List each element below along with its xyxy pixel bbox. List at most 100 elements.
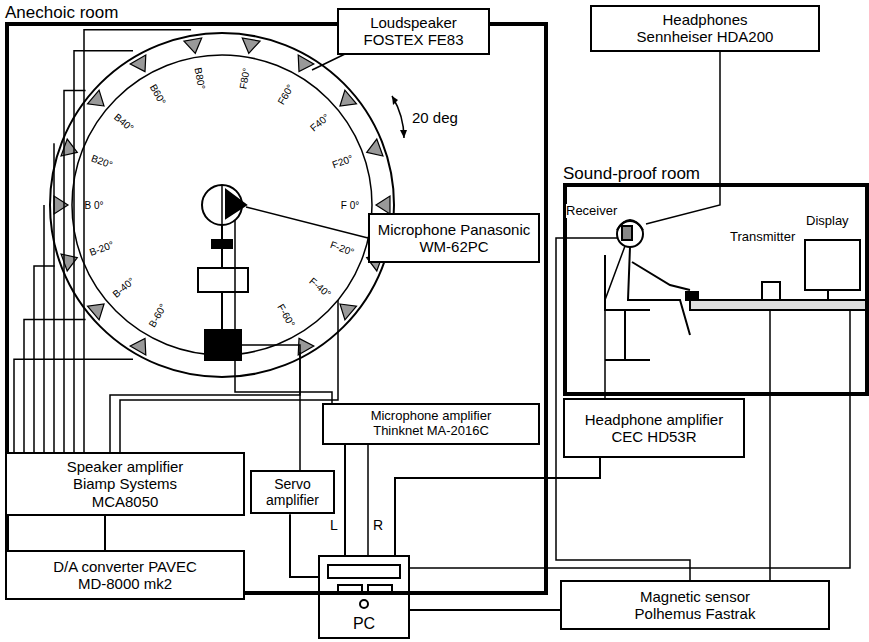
- part-label: Transmitter: [730, 230, 795, 244]
- angle-label: B 0°: [85, 200, 104, 211]
- loudspeaker: [376, 196, 390, 214]
- room-heading: Anechoic room: [5, 3, 118, 23]
- angle-label: B-20°: [88, 239, 115, 258]
- cable: [104, 516, 106, 550]
- cable: [410, 609, 560, 611]
- loudspeaker: [364, 139, 383, 161]
- transmitter: [762, 282, 780, 300]
- headband: [617, 220, 643, 230]
- speaker-ring-inner: [72, 55, 372, 355]
- device-box: Loudspeaker FOSTEX FE83: [337, 8, 490, 55]
- loudspeaker: [334, 90, 356, 113]
- device-box: Microphone amplifier Thinknet MA-2016C: [322, 403, 540, 445]
- angle-label: F-40°: [307, 275, 333, 299]
- leader: [312, 54, 345, 70]
- box-label: D/A converter PAVEC MD-8000 mk2: [40, 558, 210, 593]
- chair: [605, 255, 650, 360]
- angle-label: B40°: [112, 111, 136, 133]
- leader: [646, 49, 720, 224]
- device-box: Servo amplifier: [250, 470, 335, 514]
- device-box: Microphone Panasonic WM-62PC: [368, 213, 540, 263]
- display-screen: [805, 240, 860, 290]
- device-box: D/A converter PAVEC MD-8000 mk2: [5, 550, 245, 600]
- angle-label: F 0°: [341, 200, 359, 211]
- display-stand: [818, 290, 842, 300]
- box-label: Microphone Panasonic WM-62PC: [376, 221, 532, 256]
- speaker-wire: [84, 30, 191, 452]
- box-label: Magnetic sensor Polhemus Fastrak: [610, 588, 780, 623]
- mouse: [686, 292, 698, 300]
- mic-wire-r: [367, 435, 369, 555]
- speaker-wire: [43, 205, 45, 452]
- channel-label: R: [373, 518, 383, 533]
- angle-label: F80°: [237, 67, 252, 90]
- device-box: Magnetic sensor Polhemus Fastrak: [560, 580, 830, 630]
- speaker-wire: [110, 352, 300, 452]
- loudspeaker: [54, 196, 68, 214]
- angle-label: F-60°: [275, 303, 297, 330]
- box-label: Microphone amplifier Thinknet MA-2016C: [356, 409, 506, 439]
- angle-label: F60°: [276, 82, 296, 106]
- channel-label: L: [330, 518, 338, 533]
- part-label: Display: [806, 214, 849, 228]
- speaker-wire: [120, 300, 338, 452]
- pc-drive: [338, 585, 362, 592]
- device-box: Headphones Sennheiser HDA200: [590, 5, 820, 52]
- angle-label: B60°: [148, 82, 168, 106]
- pc-drive: [328, 565, 400, 578]
- speaker-ring: [50, 33, 394, 377]
- box-label: Headphones Sennheiser HDA200: [635, 11, 775, 46]
- cable: [290, 514, 318, 577]
- speaker-wire: [24, 319, 86, 452]
- headphone-cable: [605, 246, 625, 398]
- box-label: PC: [353, 615, 375, 633]
- speaker-wire: [64, 91, 86, 452]
- angle-label: B-40°: [111, 275, 137, 300]
- loudspeaker: [130, 55, 153, 76]
- loudspeaker: [130, 334, 153, 355]
- room-heading: Sound-proof room: [563, 164, 700, 184]
- angle-label: B-60°: [147, 302, 169, 329]
- device-box: Headphone amplifier CEC HD53R: [563, 398, 745, 458]
- leader: [246, 207, 368, 238]
- angle-step: 20 deg: [412, 110, 458, 127]
- desk-top: [690, 300, 869, 310]
- loudspeaker: [240, 38, 260, 55]
- stand-plate: [212, 240, 232, 248]
- speaker-wire: [74, 51, 133, 452]
- loudspeaker: [88, 90, 110, 113]
- head-axis: [221, 185, 223, 225]
- device-box: Speaker amplifier Biamp Systems MCA8050: [5, 452, 245, 516]
- angle-label: B20°: [90, 152, 114, 170]
- cable: [344, 445, 346, 555]
- loudspeakers: [54, 38, 390, 355]
- part-label: Receiver: [566, 204, 617, 218]
- transmitter-cable: [769, 300, 771, 580]
- loudspeaker: [291, 55, 314, 76]
- speaker-wire: [53, 144, 55, 452]
- box-label: Loudspeaker FOSTEX FE83: [349, 14, 479, 49]
- box-label: Servo amplifier: [258, 476, 327, 508]
- listener-body: [628, 247, 690, 335]
- angle-label: F-20°: [329, 239, 356, 258]
- nose: [226, 190, 246, 218]
- box-label: Speaker amplifier Biamp Systems MCA8050: [55, 458, 195, 510]
- loudspeaker: [88, 297, 110, 320]
- pc-drive: [368, 585, 392, 592]
- listener-head: [617, 221, 643, 247]
- device-box: PC: [318, 555, 410, 639]
- stand-block: [198, 268, 248, 292]
- listener-arm: [632, 262, 690, 290]
- mic-wire: [235, 220, 332, 403]
- cable: [395, 458, 600, 555]
- pc-button: [360, 600, 368, 608]
- angle-label: F20°: [330, 152, 354, 170]
- angle-arrowheads: [392, 96, 407, 138]
- angle-label: B80°: [192, 67, 207, 90]
- angle-label: F40°: [308, 112, 331, 134]
- box-label: Headphone amplifier CEC HD53R: [579, 411, 729, 446]
- receiver-headphone: [622, 226, 632, 240]
- servo-wire: [241, 345, 300, 470]
